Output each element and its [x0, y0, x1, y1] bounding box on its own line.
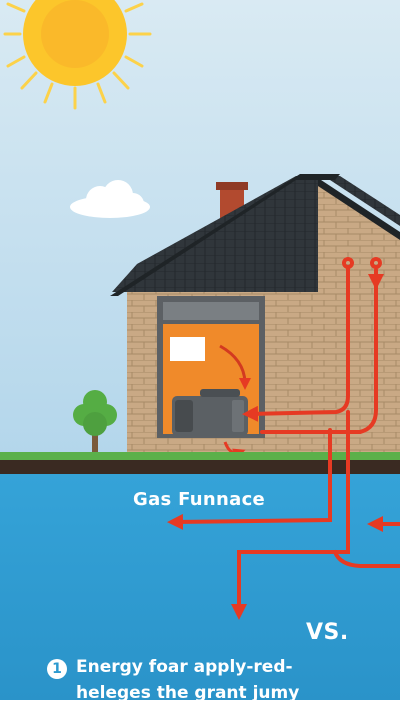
grass: [0, 452, 400, 460]
window-icon: [170, 337, 205, 361]
sun-icon: [3, 0, 152, 110]
gas-furnace-label: Gas Funnace: [133, 489, 266, 510]
vs-label: VS.: [306, 620, 349, 645]
step-number-badge: 1: [47, 659, 67, 679]
tree-icon: [73, 390, 117, 456]
furnace-room: [157, 296, 265, 438]
soil: [0, 460, 400, 474]
furnace-icon: [172, 389, 248, 460]
roof: [112, 176, 400, 292]
step-text-line-1: Energy foar apply-red-: [76, 657, 293, 677]
step-text-line-2: heleges the grant jumy: [76, 683, 300, 703]
ground-water: [0, 474, 400, 700]
cloud-icon: [70, 180, 150, 218]
heat-pipes: [167, 257, 400, 620]
